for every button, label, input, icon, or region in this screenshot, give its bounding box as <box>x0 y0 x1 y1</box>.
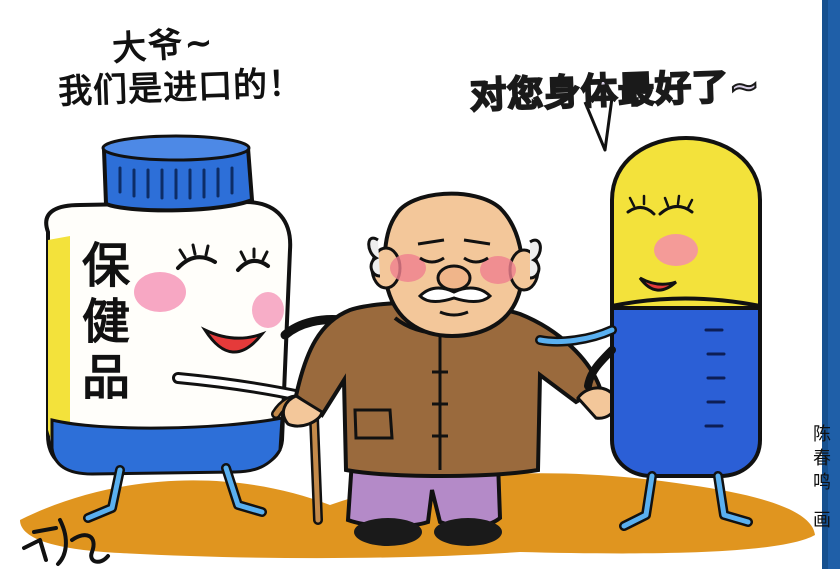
bottle-cap-ridges <box>118 166 234 200</box>
capsule-mouth <box>638 276 678 292</box>
bottle-cheek-left <box>134 272 186 312</box>
bottle-label-char: 品 <box>81 350 130 406</box>
artist-credit: 陈 春 鸣 画 <box>810 423 834 533</box>
capsule-yellow-half <box>610 135 762 310</box>
capsule-seam <box>611 296 761 308</box>
grandpa-shoe-left <box>354 518 422 546</box>
capsule-eyelashes <box>628 194 694 210</box>
bottle-eyelashes <box>178 243 269 262</box>
grandpa-eye-right <box>463 256 489 264</box>
artist-credit-gap <box>810 495 834 509</box>
bottle-cap-top <box>101 134 251 162</box>
bottle-label: 保 健 品 <box>70 238 142 406</box>
grandpa-mouth <box>439 310 469 317</box>
grandpa-buttons <box>432 370 448 438</box>
grandpa-hand-right <box>576 386 617 420</box>
artist-credit-char: 陈 <box>813 424 831 445</box>
capsule-eye-right <box>658 205 694 216</box>
grandpa-cheek-left <box>390 254 426 282</box>
bottle-label-char: 健 <box>81 294 130 350</box>
supplement-bottle <box>44 134 347 523</box>
bottle-arm-fill <box>175 375 303 399</box>
grandpa-mustache <box>417 286 493 303</box>
bottle-eye-left <box>176 255 217 270</box>
grandpa-nose <box>436 264 472 292</box>
speech-right-text: 对您身体最好了~ <box>468 65 761 118</box>
grandpa-hair-left <box>367 236 381 278</box>
artist-credit-char: 春 <box>813 448 831 469</box>
capsule-leg-left-fill <box>621 473 655 529</box>
capsule-arm-lower <box>584 346 616 390</box>
bottle-base <box>50 416 284 476</box>
grandpa-cheek-right <box>480 256 516 284</box>
capsule-arm-fill <box>537 327 615 345</box>
bottle-leg-left-fill <box>85 467 123 521</box>
grandpa-brow-right <box>463 238 491 246</box>
grandpa-shoe-right <box>434 518 502 546</box>
artist-credit-char: 画 <box>813 510 831 531</box>
capsule-eye-left <box>626 206 656 216</box>
grandpa <box>271 191 617 546</box>
speech-tail-right <box>583 97 614 152</box>
grandpa-hand-left <box>282 394 324 428</box>
capsule-dashes <box>704 328 726 428</box>
frame-strip-shade <box>822 0 828 569</box>
grandpa-eye-left <box>419 256 445 264</box>
bottle-yellow-edge <box>48 236 70 456</box>
grandpa-hair-right <box>529 238 542 280</box>
artist-signature <box>22 518 110 566</box>
bottle-cheek-right <box>252 292 284 328</box>
capsule-cheek <box>654 234 698 266</box>
grandpa-pocket <box>353 408 394 440</box>
capsule-pill <box>535 135 762 531</box>
speech-left-line2: 我们是进口的！ <box>57 63 304 113</box>
bottle-label-char: 保 <box>81 238 130 294</box>
grandpa-brow-left <box>417 238 445 246</box>
capsule-leg-right-fill <box>715 473 751 525</box>
capsule-blue-half <box>610 306 762 478</box>
bottle-leg-right-fill <box>223 465 265 515</box>
bottle-eye-right <box>236 258 270 272</box>
bottle-mouth <box>200 326 267 354</box>
artist-credit-char: 鸣 <box>813 472 831 493</box>
